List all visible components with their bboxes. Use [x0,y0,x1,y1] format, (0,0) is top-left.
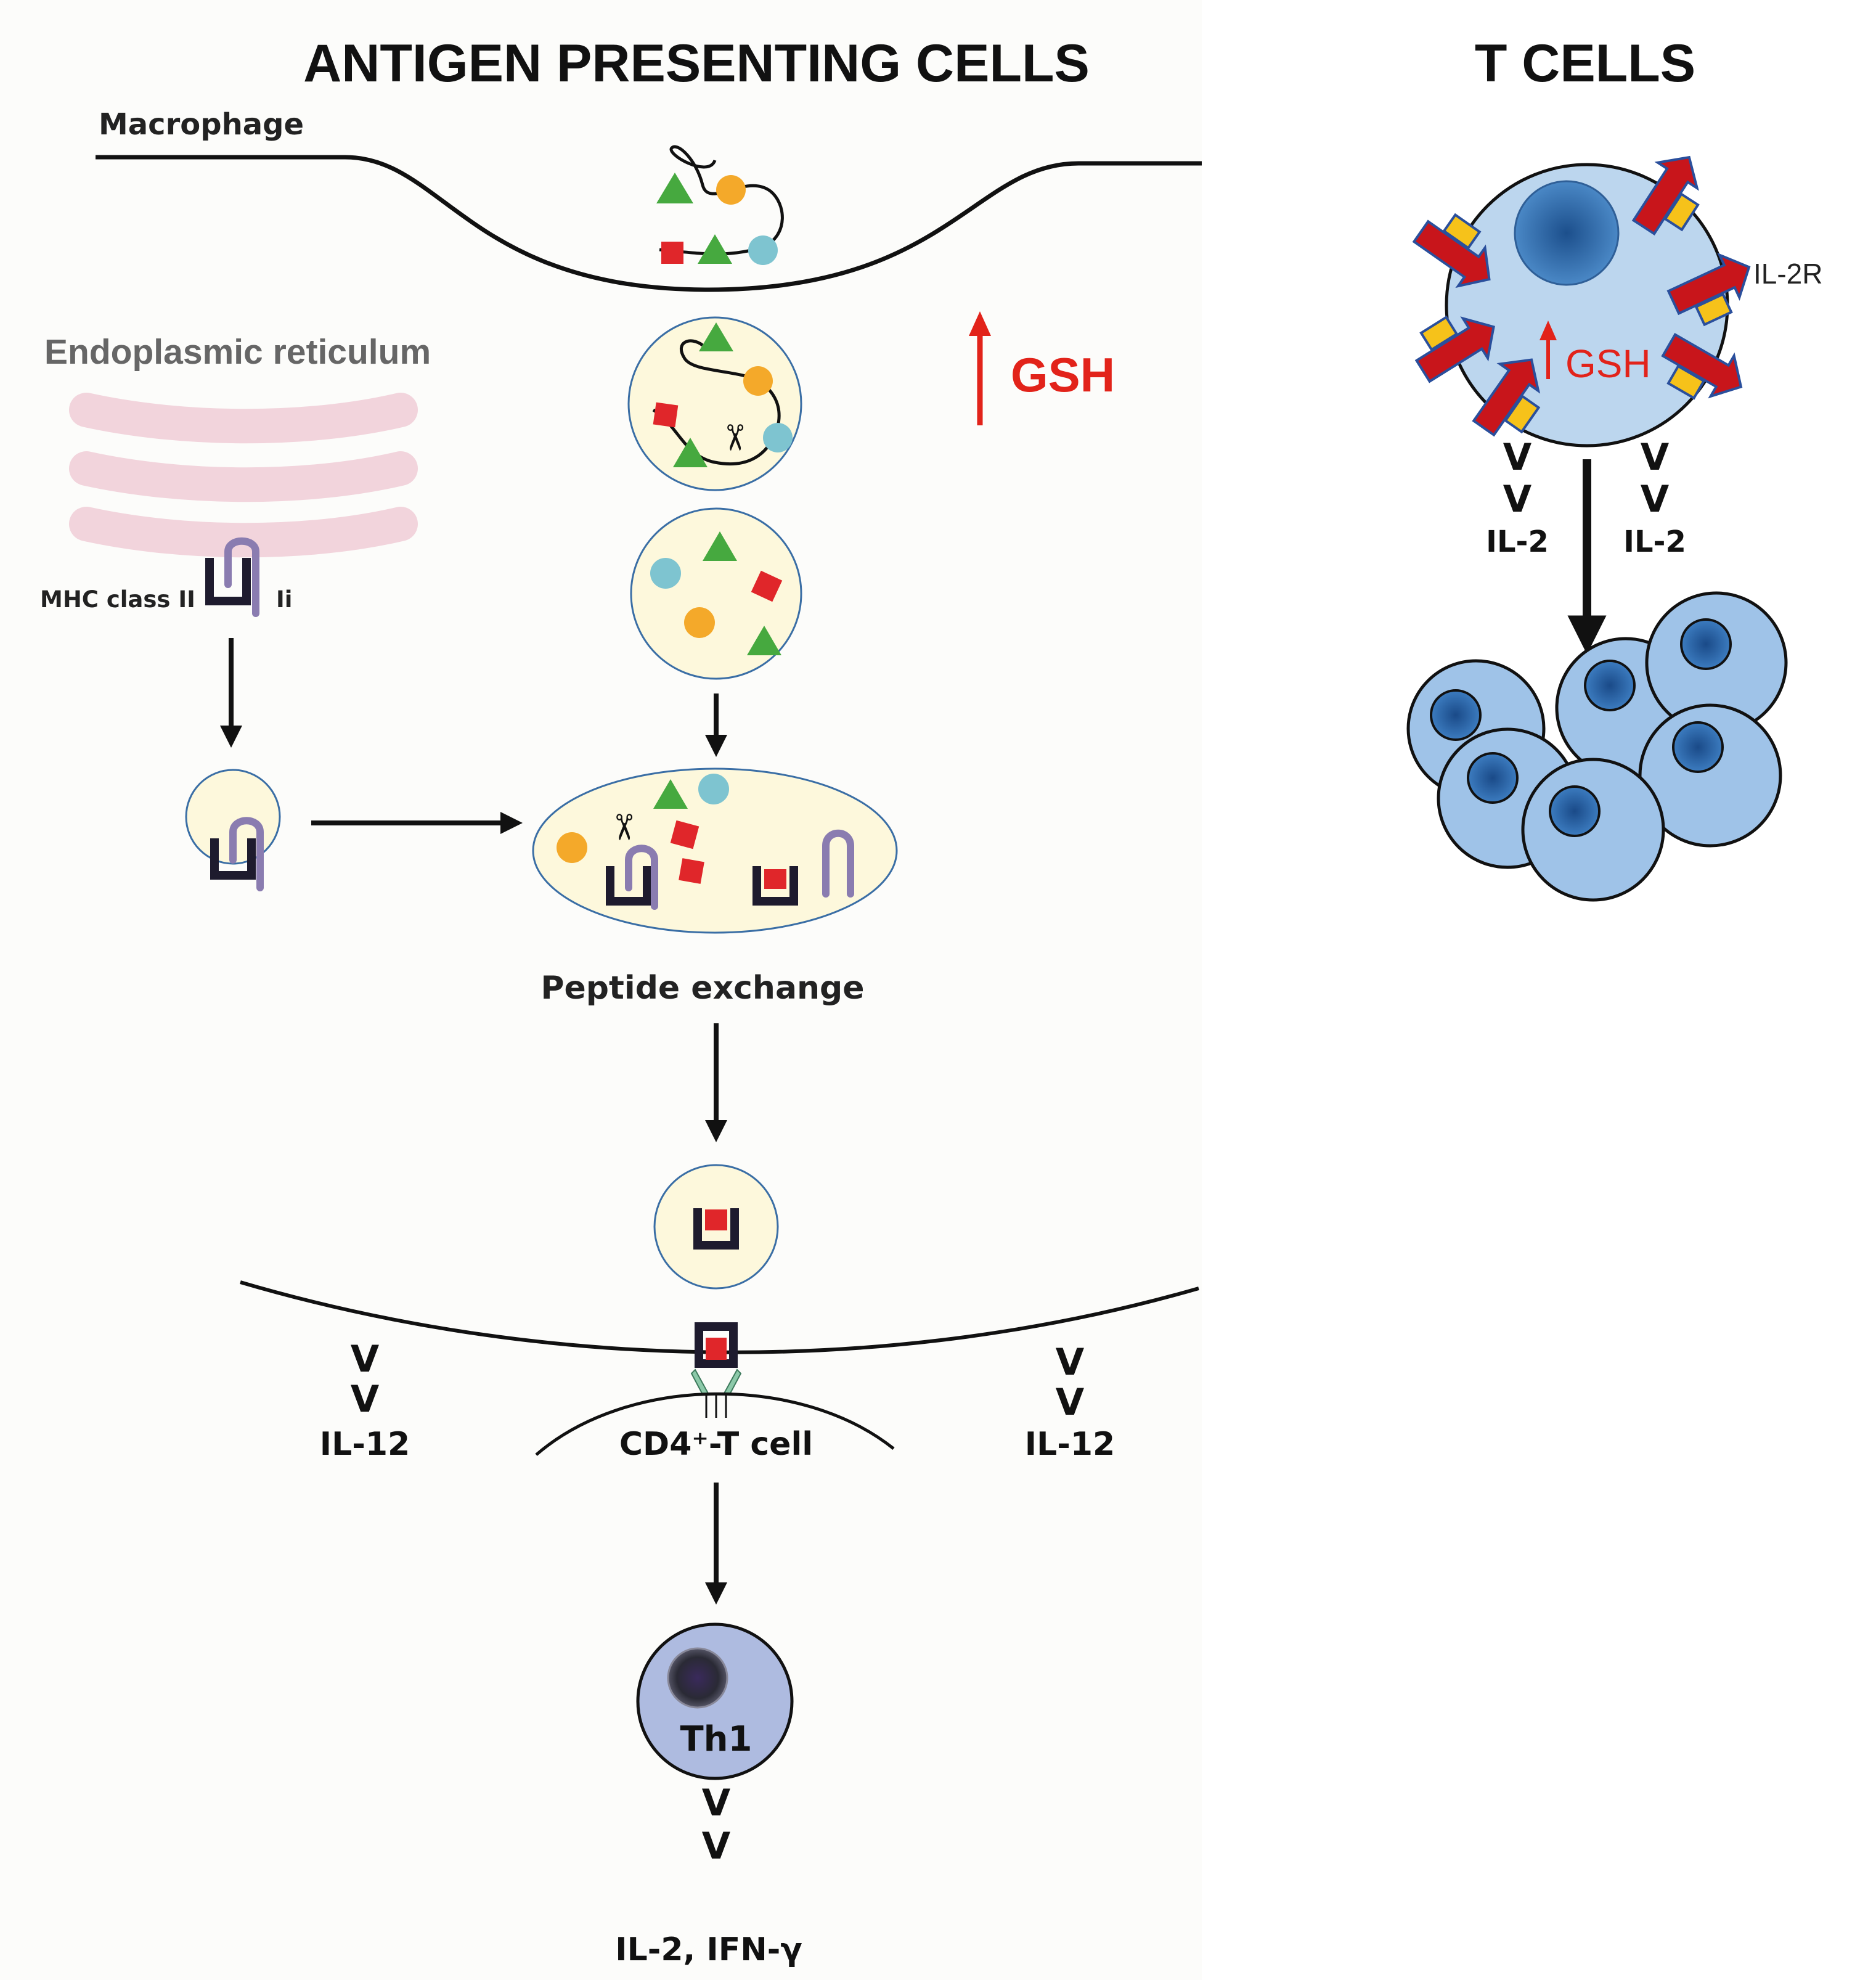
peptide-mhc-ii-complex [693,1208,739,1250]
green-triangle-icon [653,779,688,809]
green-triangle-icon [698,234,732,264]
secretion-mark: V [1056,1341,1085,1384]
il2-receptor [1472,358,1541,437]
tcells-title: T CELLS [1475,34,1695,93]
green-triangle-icon [699,322,733,351]
secretion-mark: V [702,1825,731,1868]
mhc-ii-ii-complex [205,537,259,617]
secretion-mark: V [702,1782,731,1825]
peptide-exchange-label: Peptide exchange [540,970,864,1007]
mhc-ii-icon [752,866,798,906]
secretion-mark: V [351,1338,380,1381]
released-ii-icon [822,829,854,898]
il2-right: V V IL-2 [1623,436,1686,559]
il2-receptor [1666,252,1751,327]
macrophage-label: Macrophage [99,107,304,142]
antigen-in-phagosome: ✂ [652,322,793,467]
red-square-icon [679,858,704,884]
green-triangle-icon [747,626,781,655]
il2-label-left: IL-2 [1486,525,1549,559]
orange-circle-icon [743,366,773,396]
apc-title: ANTIGEN PRESENTING CELLS [303,34,1090,93]
il12-left: V V IL-12 [320,1338,410,1463]
il2-left: V V IL-2 [1486,436,1549,559]
endosome [532,767,898,934]
scissors-icon: ✂ [714,423,756,453]
daughter-t-cell [1645,591,1788,734]
cyan-circle-icon [650,558,681,589]
secretion-mark: V [1056,1381,1085,1424]
red-square-icon [670,820,699,849]
proliferating-t-cells [1406,591,1788,902]
cyan-circle-icon [748,235,778,265]
scissors-icon: ✂ [603,812,645,843]
th1-label: Th1 [680,1719,752,1759]
pmhc-tcr-synapse [690,1322,742,1418]
green-triangle-icon [673,438,708,467]
secretion-mark: V [1503,436,1532,479]
orange-circle-icon [684,607,715,638]
cyan-circle-icon [698,774,729,804]
mhc-ii-icon [606,866,651,906]
secretion-mark: V [1641,478,1670,521]
gsh-label-tcell: GSH [1565,342,1651,386]
gsh-label-apc: GSH [1011,348,1115,402]
orange-circle-icon [557,832,587,863]
secretion-mark: V [351,1378,380,1421]
orange-circle-icon [716,175,746,205]
endosome-contents: ✂ [557,774,854,910]
secretion-mark: V [1503,478,1532,521]
cd4-t-cell-membrane [535,1392,895,1456]
green-triangle-icon [656,173,693,203]
il12-right: V V IL-12 [1025,1341,1115,1463]
secretion-mark: V [1641,436,1670,479]
macrophage-membrane [96,155,1202,292]
cyan-circle-icon [763,423,793,452]
il12-label-left: IL-12 [320,1426,410,1463]
il12-label-right: IL-12 [1025,1426,1115,1463]
il2-ifn-label: IL-2, IFN-γ [615,1931,802,1968]
th1-secretion: V V [702,1782,731,1868]
apc-panel-background [0,0,1202,1980]
ii-chain-icon [625,845,658,910]
red-square-icon [661,242,683,264]
th1-nucleus [667,1647,728,1709]
activated-t-cell: GSH [1412,155,1751,448]
cd4-t-cell-label: CD4⁺-T cell [619,1426,813,1463]
il2-receptor [1412,213,1491,288]
green-triangle-icon [703,531,737,561]
phagosome-1 [627,316,802,491]
ii-label: Ii [276,586,292,613]
il2-receptor [1414,315,1495,383]
red-square-icon [751,570,783,602]
mhc-class-ii-label: MHC class II [40,586,195,613]
il2-receptor [1661,332,1743,400]
mhc-ii-ii-in-vesicle [210,817,264,891]
il2-receptor [1631,155,1700,235]
peptide-fragments [650,531,783,655]
bound-peptide-icon [764,869,786,889]
il2r-label: IL-2R [1753,258,1822,290]
antigen-at-surface [656,145,784,265]
gsh-increase-apc: GSH [969,311,1115,425]
daughter-t-cell [1521,758,1665,902]
t-cell-nucleus [1514,180,1620,286]
daughter-t-cell [1638,703,1782,848]
er-label: Endoplasmic reticulum [44,332,431,372]
red-square-icon [653,402,679,428]
il2-label-right: IL-2 [1623,525,1686,559]
